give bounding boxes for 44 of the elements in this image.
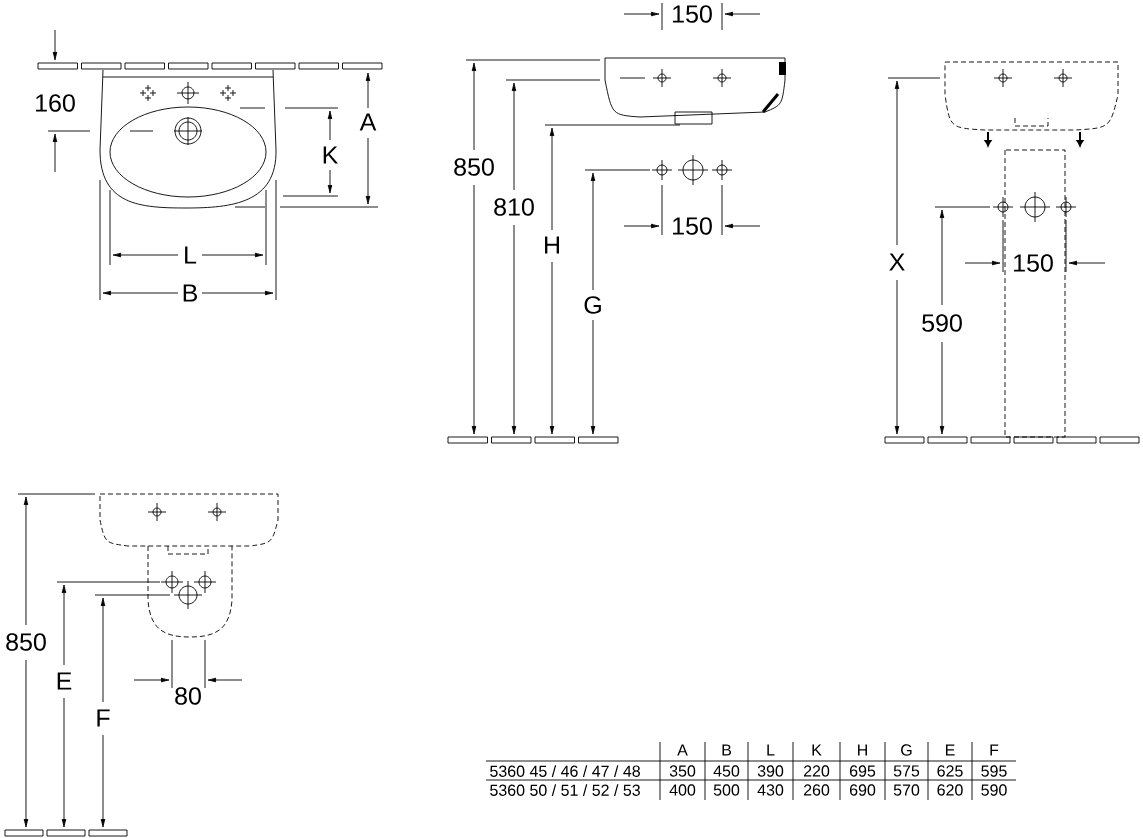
dimension-label: G <box>584 296 601 314</box>
dimension-label: L <box>185 246 197 264</box>
model-number: 5360 50 / 51 / 52 / 53 <box>490 784 640 796</box>
column-header: L <box>767 744 775 756</box>
dimension-label: 150 <box>673 217 712 235</box>
dimension-label: 150 <box>673 5 712 23</box>
dimension-label: B <box>183 284 197 302</box>
table-value: 220 <box>803 765 830 777</box>
column-header: A <box>677 744 688 756</box>
dimension-label: F <box>97 709 110 727</box>
column-header: H <box>858 744 867 756</box>
dimension-label: 850 <box>6 633 46 651</box>
table-value: 500 <box>713 784 740 796</box>
table-value: 620 <box>937 784 963 796</box>
column-header: G <box>901 744 912 756</box>
dimension-label: E <box>57 672 72 690</box>
dimension-label: 810 <box>494 198 534 216</box>
dimension-label: 160 <box>36 94 75 112</box>
table-value: 390 <box>757 765 784 777</box>
column-header: F <box>990 744 999 756</box>
table-value: 575 <box>893 765 920 777</box>
dimension-label: 80 <box>175 687 201 705</box>
table-value: 430 <box>757 784 784 796</box>
dimension-label: 150 <box>1014 254 1053 272</box>
table-value: 595 <box>981 765 1007 777</box>
table-value: 625 <box>937 765 963 777</box>
table-value: 695 <box>850 765 876 777</box>
dimension-label: X <box>889 253 905 271</box>
dimension-label: 850 <box>454 158 494 176</box>
column-header: B <box>722 744 731 756</box>
column-header: K <box>812 744 822 756</box>
dimension-label: H <box>545 236 559 254</box>
table-value: 690 <box>850 784 876 796</box>
table-value: 260 <box>803 784 830 796</box>
dimension-label: K <box>323 146 339 164</box>
table-value: 350 <box>669 765 696 777</box>
dimension-label: A <box>359 113 377 131</box>
model-number: 5360 45 / 46 / 47 / 48 <box>490 765 640 777</box>
dimension-label: 590 <box>922 314 962 332</box>
table-value: 570 <box>893 784 920 796</box>
table-value: 450 <box>713 765 740 777</box>
table-value: 400 <box>669 784 696 796</box>
table-value: 590 <box>981 784 1007 796</box>
column-header: E <box>946 744 955 756</box>
